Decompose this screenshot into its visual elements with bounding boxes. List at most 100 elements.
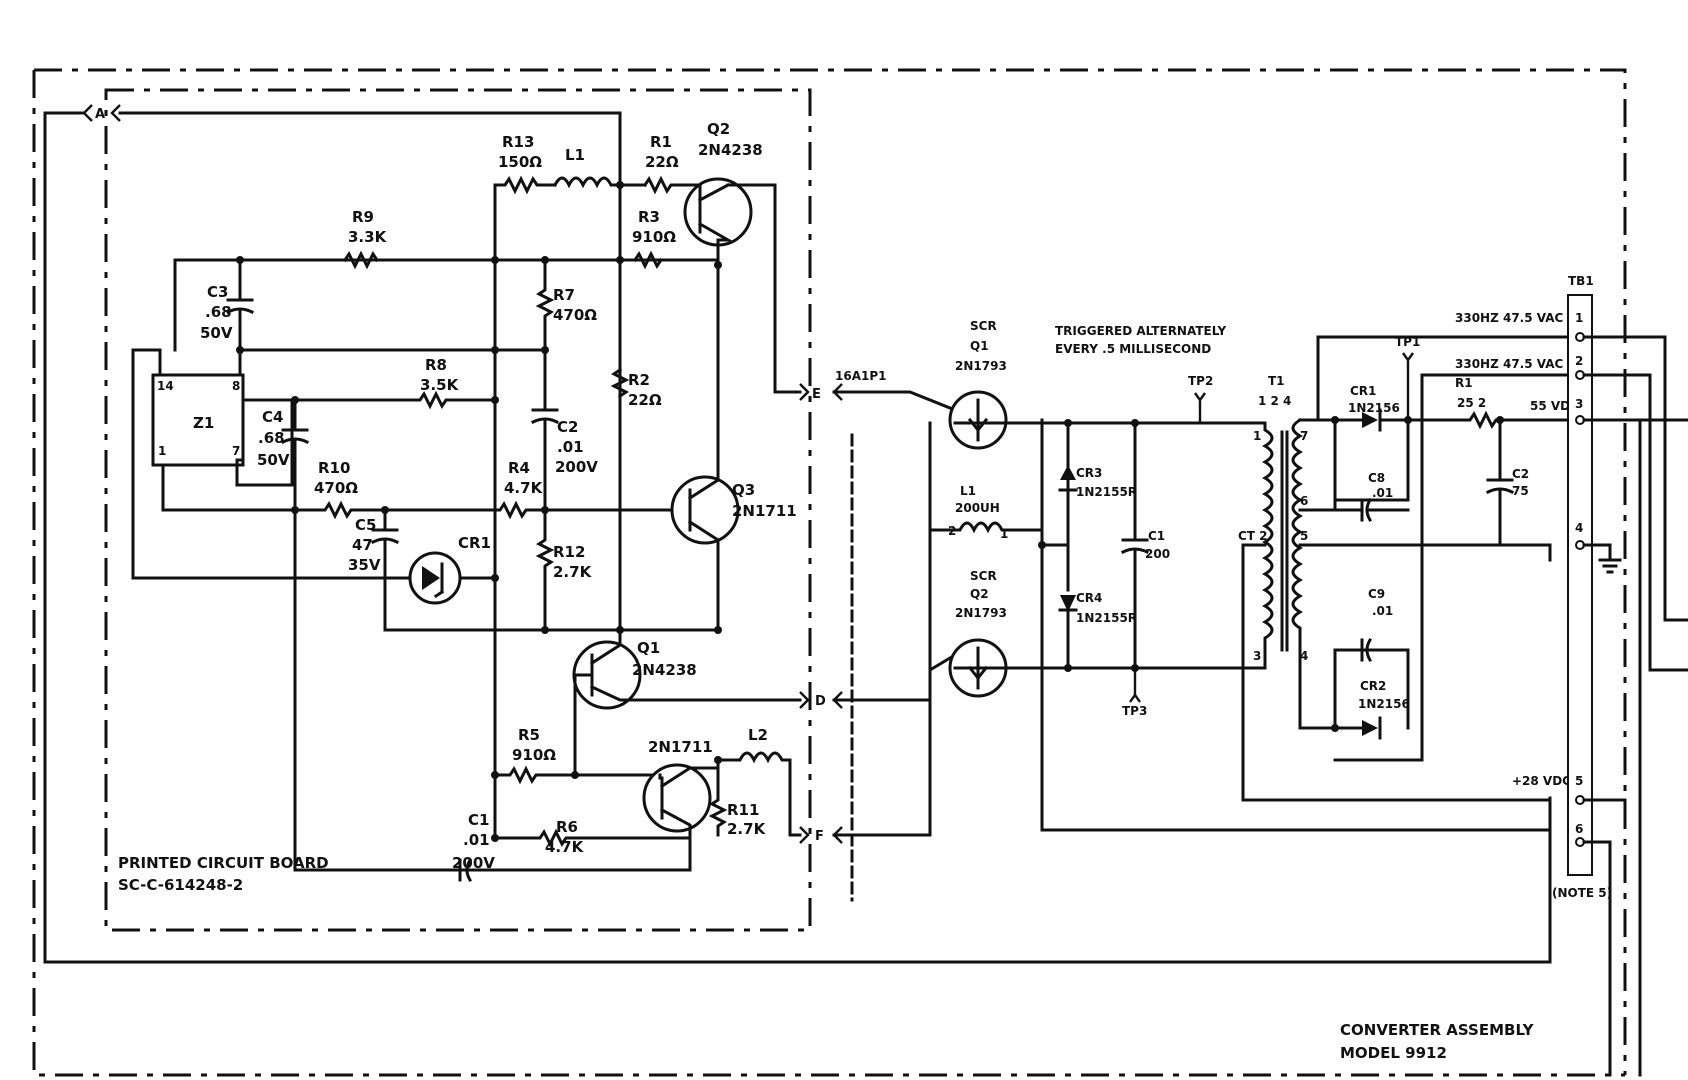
scr-q2: SCR Q2 2N1793	[948, 569, 1008, 698]
inductor-l1-power: L1 200UH 2 1	[928, 418, 1044, 557]
resistor-r7: R7 470Ω	[530, 258, 597, 517]
test-point-tp2: TP2	[1188, 374, 1213, 423]
svg-text:CR3: CR3	[1076, 466, 1102, 480]
svg-text:EVERY .5 MILLISECOND: EVERY .5 MILLISECOND	[1055, 342, 1211, 356]
svg-text:Q3: Q3	[732, 481, 755, 499]
svg-text:4.7K: 4.7K	[545, 838, 585, 856]
capacitor-c3: C3 .68 50V	[200, 258, 255, 352]
svg-text:910Ω: 910Ω	[632, 228, 676, 246]
svg-text:PRINTED CIRCUIT BOARD: PRINTED CIRCUIT BOARD	[118, 854, 329, 872]
diode-cr2: CR2 1N2156	[1358, 679, 1410, 740]
svg-text:2: 2	[1575, 354, 1583, 368]
svg-text:2N1711: 2N1711	[732, 502, 797, 520]
resistor-r1-power: R1 25 2	[1455, 376, 1486, 410]
transistor-2n1711: 2N1711	[293, 738, 720, 872]
diode-cr3: CR3 1N2155R	[1058, 421, 1137, 547]
svg-text:7: 7	[1300, 429, 1308, 443]
inductor-l2: L2	[716, 726, 802, 837]
svg-text:200UH: 200UH	[955, 501, 1000, 515]
transistor-q1: Q1 2N4238	[572, 628, 802, 777]
svg-text:CR1: CR1	[1350, 384, 1376, 398]
svg-text:R6: R6	[556, 818, 578, 836]
resistor-r4: R4 4.7K	[504, 459, 544, 497]
svg-text:330HZ 47.5 VAC: 330HZ 47.5 VAC	[1455, 311, 1564, 325]
svg-text:2.7K: 2.7K	[727, 820, 767, 838]
svg-text:.68: .68	[258, 429, 285, 447]
svg-text:R13: R13	[502, 133, 534, 151]
svg-text:SC-C-614248-2: SC-C-614248-2	[118, 876, 243, 894]
svg-text:.68: .68	[205, 303, 232, 321]
svg-text:1: 1	[1575, 311, 1583, 325]
svg-text:C1: C1	[1148, 529, 1165, 543]
svg-text:2.7K: 2.7K	[553, 563, 593, 581]
svg-text:4: 4	[1300, 649, 1308, 663]
capacitor-c9: C9 .01	[1333, 587, 1410, 663]
board-label: PRINTED CIRCUIT BOARD SC-C-614248-2	[118, 854, 329, 894]
svg-text:A: A	[95, 107, 105, 122]
svg-text:1: 1	[158, 444, 166, 458]
svg-text:R12: R12	[553, 543, 585, 561]
pcb-boundary	[104, 88, 812, 932]
svg-text:+28 VDC: +28 VDC	[1512, 774, 1571, 788]
svg-text:L1: L1	[960, 484, 976, 498]
svg-text:.01: .01	[557, 438, 584, 456]
svg-text:200V: 200V	[452, 854, 495, 872]
capacitor-c2-power: C2 75	[1485, 418, 1529, 547]
svg-text:Q1: Q1	[970, 339, 989, 353]
resistor-r5: R5 910Ω	[512, 726, 556, 764]
transistor-q3: Q3 2N1711	[670, 263, 797, 632]
svg-text:TB1: TB1	[1568, 274, 1594, 288]
svg-text:3.5K: 3.5K	[420, 376, 460, 394]
svg-text:8: 8	[232, 379, 240, 393]
svg-text:2N4238: 2N4238	[632, 661, 697, 679]
resistor-r11: R11 2.7K	[708, 758, 767, 838]
svg-text:330HZ 47.5 VAC: 330HZ 47.5 VAC	[1455, 357, 1564, 371]
svg-text:1N2155R: 1N2155R	[1076, 611, 1137, 625]
svg-text:200: 200	[1145, 547, 1170, 561]
svg-text:R1: R1	[650, 133, 672, 151]
scr-q1: SCR Q1 2N1793	[948, 319, 1008, 450]
svg-text:Q2: Q2	[707, 120, 730, 138]
svg-text:CT 2: CT 2	[1238, 529, 1268, 543]
svg-text:1 2 4: 1 2 4	[1258, 394, 1291, 408]
ic-z1: Z1 14 8 1 7	[131, 348, 497, 580]
resistor-r6: R6 4.7K	[545, 818, 585, 856]
inductor-l1: L1	[565, 146, 585, 164]
svg-text:4.7K: 4.7K	[504, 479, 544, 497]
svg-text:C8: C8	[1368, 471, 1385, 485]
svg-text:50V: 50V	[200, 324, 233, 342]
svg-text:D: D	[815, 694, 826, 709]
svg-text:.01: .01	[1372, 604, 1393, 618]
capacitor-c1-power: C1 200	[1120, 421, 1170, 670]
svg-text:TP2: TP2	[1188, 374, 1213, 388]
svg-text:6: 6	[1300, 494, 1308, 508]
svg-text:910Ω: 910Ω	[512, 746, 556, 764]
svg-text:(NOTE 5): (NOTE 5)	[1552, 886, 1612, 900]
assembly-title: CONVERTER ASSEMBLY MODEL 9912	[1340, 1021, 1535, 1062]
capacitor-c1-pcb: C1 .01 200V	[452, 811, 495, 883]
svg-text:35V: 35V	[348, 556, 381, 574]
svg-text:CR4: CR4	[1076, 591, 1102, 605]
svg-text:4: 4	[1575, 521, 1583, 535]
connector-pin-a: A	[43, 104, 1552, 964]
test-point-tp3: TP3	[1122, 668, 1147, 718]
svg-text:TP1: TP1	[1395, 335, 1420, 349]
svg-text:2N1793: 2N1793	[955, 606, 1007, 620]
svg-text:.01: .01	[463, 831, 490, 849]
resistor-r9: R9 3.3K	[342, 208, 388, 270]
svg-text:R10: R10	[318, 459, 350, 477]
svg-text:F: F	[815, 829, 824, 844]
svg-text:T1: T1	[1268, 374, 1285, 388]
svg-text:2: 2	[948, 524, 956, 538]
svg-text:75: 75	[1512, 484, 1529, 498]
svg-text:CONVERTER ASSEMBLY: CONVERTER ASSEMBLY	[1340, 1021, 1535, 1039]
svg-text:470Ω: 470Ω	[553, 306, 597, 324]
svg-text:22Ω: 22Ω	[645, 153, 679, 171]
svg-text:6: 6	[1575, 822, 1583, 836]
svg-text:C4: C4	[262, 408, 283, 426]
svg-text:R5: R5	[518, 726, 540, 744]
svg-text:CR2: CR2	[1360, 679, 1386, 693]
connector-16a1p1: 16A1P1 E D F	[799, 369, 886, 902]
svg-text:TRIGGERED ALTERNATELY: TRIGGERED ALTERNATELY	[1055, 324, 1226, 338]
svg-text:E: E	[812, 387, 821, 402]
